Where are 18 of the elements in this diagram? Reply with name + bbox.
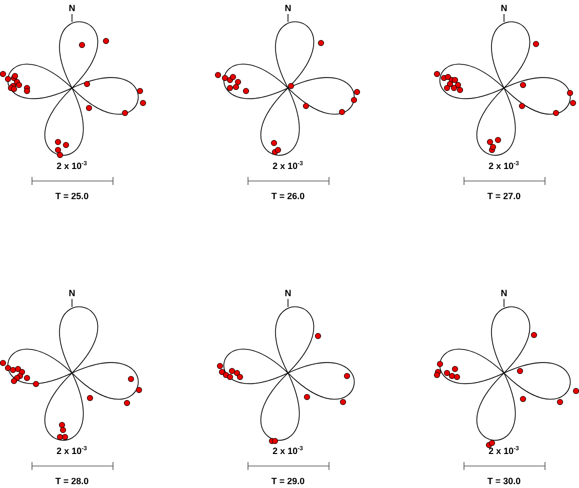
north-label: N bbox=[285, 290, 291, 296]
scale-label: 2 x 10$^{-3}$ bbox=[272, 160, 303, 170]
time-label: T = 30.0 bbox=[487, 478, 520, 484]
time-label: T = 25.0 bbox=[55, 192, 88, 200]
time-label: T = 28.0 bbox=[55, 478, 88, 484]
time-label: T = 26.0 bbox=[271, 192, 304, 200]
scale-label: 2 x 10$^{-3}$ bbox=[488, 446, 519, 454]
scale-label: 2 x 10$^{-3}$ bbox=[56, 446, 87, 454]
north-label: N bbox=[285, 4, 291, 12]
scale-label: 2 x 10$^{-3}$ bbox=[56, 160, 87, 170]
scale-label: 2 x 10$^{-3}$ bbox=[488, 160, 519, 170]
scale-label: 2 x 10$^{-3}$ bbox=[272, 446, 303, 454]
north-label: N bbox=[69, 4, 75, 12]
north-label: N bbox=[501, 290, 507, 296]
time-label: T = 27.0 bbox=[487, 192, 520, 200]
time-label: T = 29.0 bbox=[271, 478, 304, 484]
north-label: N bbox=[501, 4, 507, 12]
north-label: N bbox=[69, 290, 75, 296]
